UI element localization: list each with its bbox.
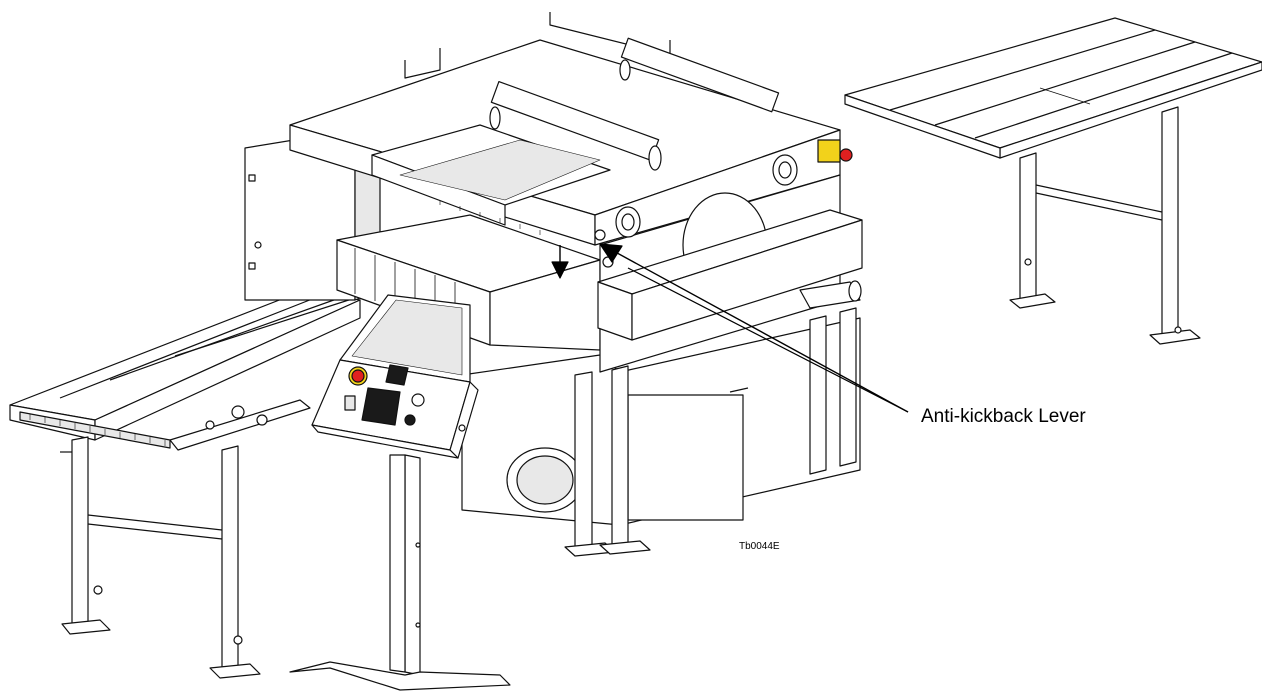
base-cabinet bbox=[244, 129, 861, 557]
outfeed-roller-table bbox=[844, 17, 1262, 345]
arrow-down-icon bbox=[551, 261, 569, 279]
callout-leader-line bbox=[607, 247, 909, 413]
figure-id: Tb0044E bbox=[739, 541, 780, 552]
infeed-roller-table bbox=[9, 289, 361, 679]
callout-label-anti-kickback-lever: Anti-kickback Lever bbox=[921, 406, 1086, 427]
anti-kickback-callout bbox=[551, 243, 909, 413]
control-panel bbox=[289, 294, 511, 691]
arrow-right-icon bbox=[599, 243, 623, 263]
saw-housing bbox=[289, 12, 863, 373]
callout-leader-line-secondary bbox=[627, 267, 909, 413]
